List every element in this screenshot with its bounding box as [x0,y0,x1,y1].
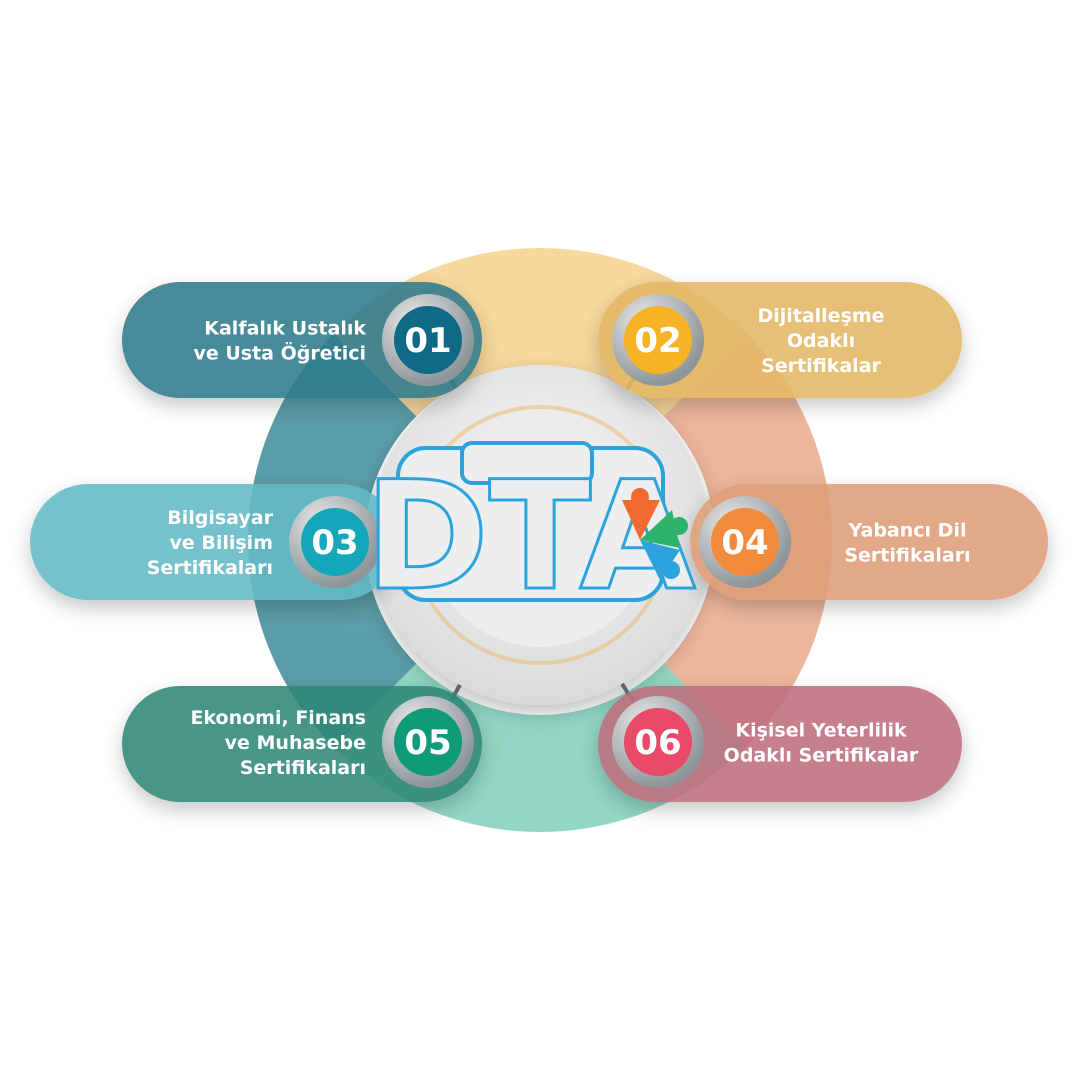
item-number: 05 [404,723,451,763]
number-badge [394,708,462,776]
item-number: 04 [721,523,768,563]
item-label-line: Odaklı [787,330,855,352]
item-number: 06 [634,723,681,763]
item-label-line: Sertifikaları [147,557,273,579]
item-label-line: Ekonomi, Finans [190,707,366,729]
number-badge [301,508,369,576]
number-badge [624,306,692,374]
item-label-line: Kalfalık Ustalık [204,318,366,340]
item-label-line: Kişisel Yeterlilik [735,720,907,742]
item-label-line: Odaklı Sertifikalar [724,745,919,767]
item-number: 02 [634,321,681,361]
item-number: 03 [311,523,358,563]
people-icon [622,488,688,580]
item-label-line: ve Bilişim [169,532,273,554]
number-badge [624,708,692,776]
dta-logo: DTA [363,441,697,626]
item-label-line: Sertifikaları [844,545,970,567]
item-label-line: ve Usta Öğretici [193,341,366,365]
item-label-line: Sertifikalar [761,355,881,377]
item-label-line: Sertifikaları [240,757,366,779]
number-badge [711,508,779,576]
item-label-line: Dijitalleşme [757,305,884,327]
item-label-line: ve Muhasebe [225,732,366,754]
item-label-line: Bilgisayar [167,507,273,529]
number-badge [394,306,462,374]
item-label-line: Yabancı Dil [848,520,967,542]
item-pill [122,282,482,398]
item-number: 01 [404,321,451,361]
